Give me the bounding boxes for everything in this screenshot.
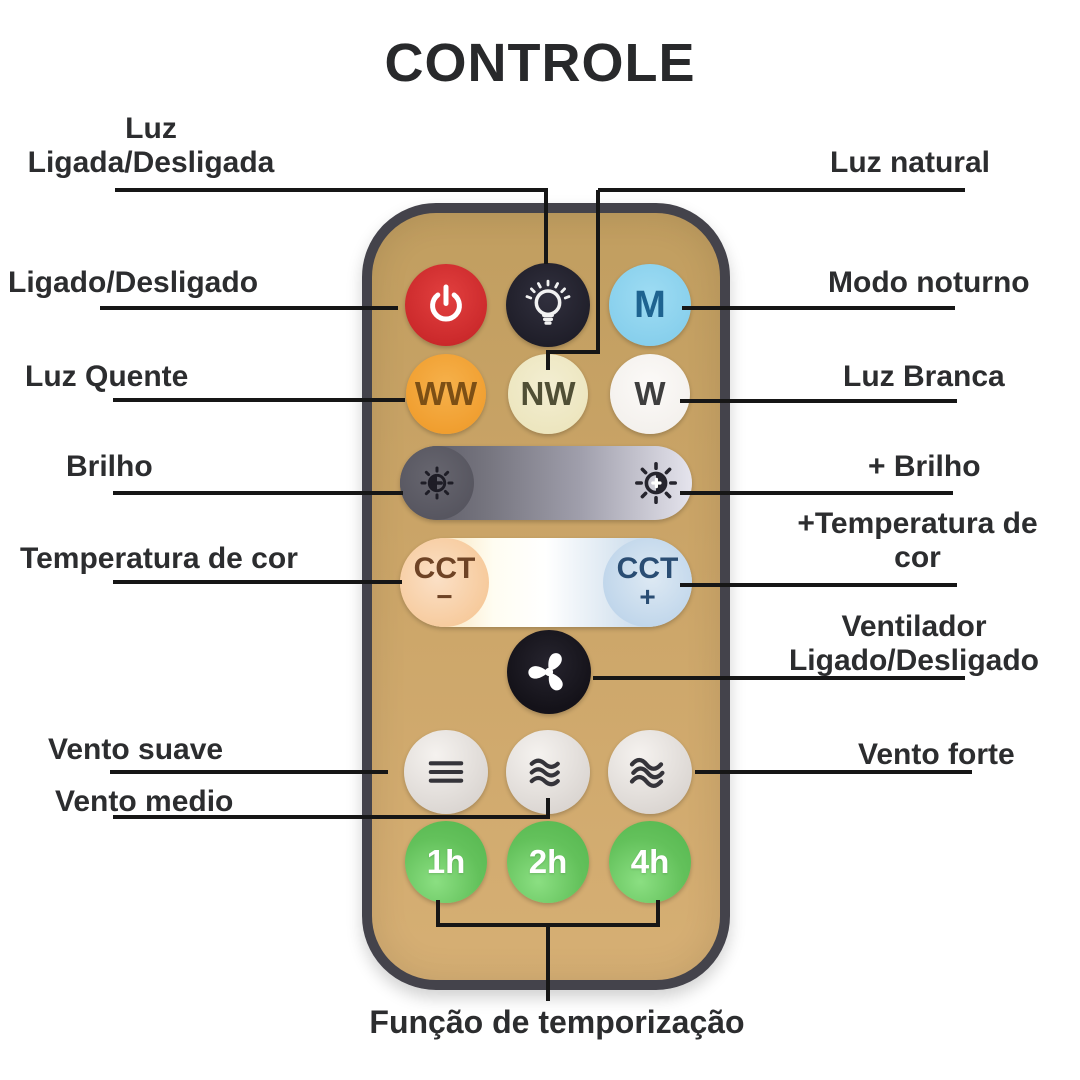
- label-light-onoff-line2: Ligada/Desligada: [27, 145, 275, 179]
- white-button-label: W: [634, 375, 666, 412]
- wind-soft-button: [404, 730, 488, 814]
- connector-timer-drop: [546, 925, 550, 1001]
- connector-natural-light: [598, 188, 965, 192]
- fan-icon: [528, 653, 563, 691]
- label-fan-onoff-line1: Ventilador: [841, 610, 987, 643]
- cct-plus-button: CCT +: [603, 538, 692, 627]
- label-wind-strong: Vento forte: [858, 738, 1015, 771]
- label-brightness-plus: + Brilho: [868, 450, 981, 483]
- label-wind-soft: Vento suave: [48, 733, 224, 766]
- connector-brightness-minus: [113, 491, 403, 495]
- light-onoff-button: [506, 263, 590, 347]
- brightness-bar: [400, 446, 692, 520]
- label-timer-function: Função de temporização: [369, 1004, 745, 1040]
- cct-bar: CCT − CCT +: [400, 538, 692, 627]
- label-light-onoff: Luz Ligada/Desligada: [0, 112, 302, 179]
- label-brightness: Brilho: [66, 450, 153, 483]
- cct-minus-button: CCT −: [400, 538, 489, 627]
- timer-1h-label: 1h: [426, 843, 466, 880]
- power-button: [405, 264, 487, 346]
- fan-onoff-button: [507, 630, 591, 714]
- timer-2h-label: 2h: [528, 843, 568, 880]
- wind-strong-button: [608, 730, 692, 814]
- page-title: CONTROLE: [384, 33, 696, 93]
- connector-timer-left: [436, 900, 440, 925]
- label-color-temp-plus-line2: cor: [894, 540, 941, 574]
- brightness-minus-icon: [420, 466, 454, 500]
- connector-natural-light-elbow: [546, 350, 600, 354]
- warm-white-button: WW: [406, 354, 486, 434]
- connector-timer-right: [656, 900, 660, 925]
- connector-night-mode: [682, 306, 955, 310]
- timer-2h-button: 2h: [507, 821, 589, 903]
- connector-wind-medium-tip: [546, 798, 550, 817]
- label-wind-medium: Vento medio: [55, 785, 234, 818]
- connector-power: [100, 306, 398, 310]
- timer-4h-label: 4h: [630, 843, 670, 880]
- label-color-temp: Temperatura de cor: [20, 542, 298, 575]
- label-fan-onoff-line2: Ligado/Desligado: [788, 643, 1040, 677]
- wind-strong-icon: [629, 757, 665, 788]
- label-power-onoff: Ligado/Desligado: [8, 266, 259, 299]
- label-fan-onoff: Ventilador Ligado/Desligado: [760, 610, 1068, 677]
- cct-plus-label: CCT: [616, 552, 679, 586]
- night-mode-button-label: M: [634, 283, 666, 326]
- connector-fan: [593, 676, 965, 680]
- label-light-onoff-line1: Luz: [125, 112, 177, 145]
- warm-white-button-label: WW: [414, 375, 478, 412]
- label-color-temp-plus-line1: +Temperatura de: [797, 507, 1038, 540]
- label-warm-light: Luz Quente: [25, 360, 189, 393]
- connector-warm-light: [113, 398, 405, 402]
- cct-minus-sign: −: [436, 580, 453, 612]
- connector-natural-light-drop: [596, 190, 600, 354]
- connector-wind-strong: [695, 770, 972, 774]
- timer-1h-button: 1h: [405, 821, 487, 903]
- power-icon: [430, 284, 462, 322]
- connector-natural-light-tip: [546, 352, 550, 370]
- cct-minus-label: CCT: [413, 552, 476, 586]
- connector-light-onoff: [115, 188, 548, 192]
- connector-wind-soft: [110, 770, 388, 774]
- cct-plus-sign: +: [639, 580, 656, 612]
- connector-white-light: [680, 399, 957, 403]
- brightness-plus-button: [632, 459, 680, 507]
- connector-cct-plus: [680, 583, 957, 587]
- light-bulb-icon: [525, 279, 571, 325]
- natural-white-button-label: NW: [520, 375, 576, 412]
- connector-brightness-plus: [680, 491, 953, 495]
- connector-cct-minus: [113, 580, 402, 584]
- label-white-light: Luz Branca: [843, 360, 1005, 393]
- connector-wind-medium: [113, 815, 550, 819]
- label-color-temp-plus: +Temperatura de cor: [765, 507, 1070, 574]
- wind-soft-icon: [428, 761, 464, 783]
- brightness-plus-icon: [635, 462, 677, 504]
- label-natural-light: Luz natural: [830, 146, 991, 179]
- wind-medium-icon: [529, 758, 560, 787]
- brightness-minus-button: [416, 462, 458, 504]
- connector-light-onoff-drop: [544, 190, 548, 264]
- night-mode-button: M: [609, 264, 691, 346]
- remote-body: M WW NW W: [362, 203, 730, 990]
- white-button: W: [610, 354, 690, 434]
- timer-4h-button: 4h: [609, 821, 691, 903]
- label-night-mode: Modo noturno: [828, 266, 1030, 299]
